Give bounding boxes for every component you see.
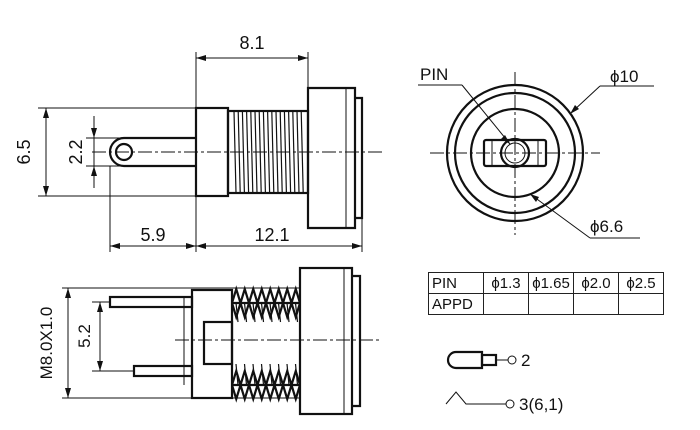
center-pin-symbol [446,350,484,370]
thread-profile [230,299,302,321]
thread-line [294,302,299,323]
dim-5-2: 5.2 [75,324,94,348]
thread-line [260,363,265,386]
dim-12-1: 12.1 [254,225,289,245]
table-header-appd: APPD [428,293,484,315]
thread-line [286,363,290,386]
thread-teeth [230,285,302,403]
legend-label-2: 2 [521,351,530,370]
legend-label-3: 3(6,1) [519,395,563,414]
dim-6-5: 6.5 [14,139,34,164]
pin-upper [108,295,194,309]
pin-legend: 2 3(6,1) [445,350,563,414]
thread-line [277,302,282,323]
table-row: APPD [428,293,664,315]
thread-line [269,302,273,323]
table-cell [528,293,574,315]
thread-line [252,363,256,386]
pin-lower [132,364,194,378]
side-view: 8.1 6.5 2.2 5.9 12.1 [14,33,382,252]
thread-line [294,363,299,386]
dim-2-2: 2.2 [66,139,86,164]
thread-line [269,363,273,386]
table-row: PIN ϕ1.3 ϕ1.65 ϕ2.0 ϕ2.5 [428,272,664,294]
bottom-view: M8.0X1.0 5.2 [37,266,382,416]
pin-size-table: PIN ϕ1.3 ϕ1.65 ϕ2.0 ϕ2.5 APPD [428,272,664,315]
spring-contact-symbol [445,391,506,405]
thread-line [260,302,265,323]
dim-8-1: 8.1 [239,33,264,53]
label-pin: PIN [420,65,448,84]
thread-profile [230,367,302,389]
table-cell: ϕ2.5 [618,272,664,294]
table-cell [483,293,529,315]
thread-line [250,110,254,194]
dim-5-9: 5.9 [140,225,165,245]
table-cell: ϕ2.0 [573,272,619,294]
thread-line [277,363,282,386]
table-header-pin: PIN [428,272,484,294]
dim-m8: M8.0X1.0 [37,307,56,380]
thread-line [267,110,271,194]
thread-line [243,363,248,386]
thread-line [235,302,239,323]
table-cell [618,293,664,315]
front-view: PIN ϕ10 ϕ6.6 [418,65,654,239]
thread-line [296,110,300,194]
body-insulator-bottom [190,288,234,400]
thread-line [286,302,290,323]
label-phi-10: ϕ10 [610,67,638,86]
thread-lines [233,110,304,194]
table-cell [573,293,619,315]
flange-lip [355,96,364,220]
thread-line [252,302,256,323]
table-cell: ϕ1.3 [483,272,529,294]
label-phi-6-6: ϕ6.6 [590,217,623,236]
flange [306,86,357,230]
table-cell: ϕ1.65 [528,272,574,294]
flange-bottom [298,266,354,416]
thread-line [235,363,239,386]
thread-line [243,302,248,323]
